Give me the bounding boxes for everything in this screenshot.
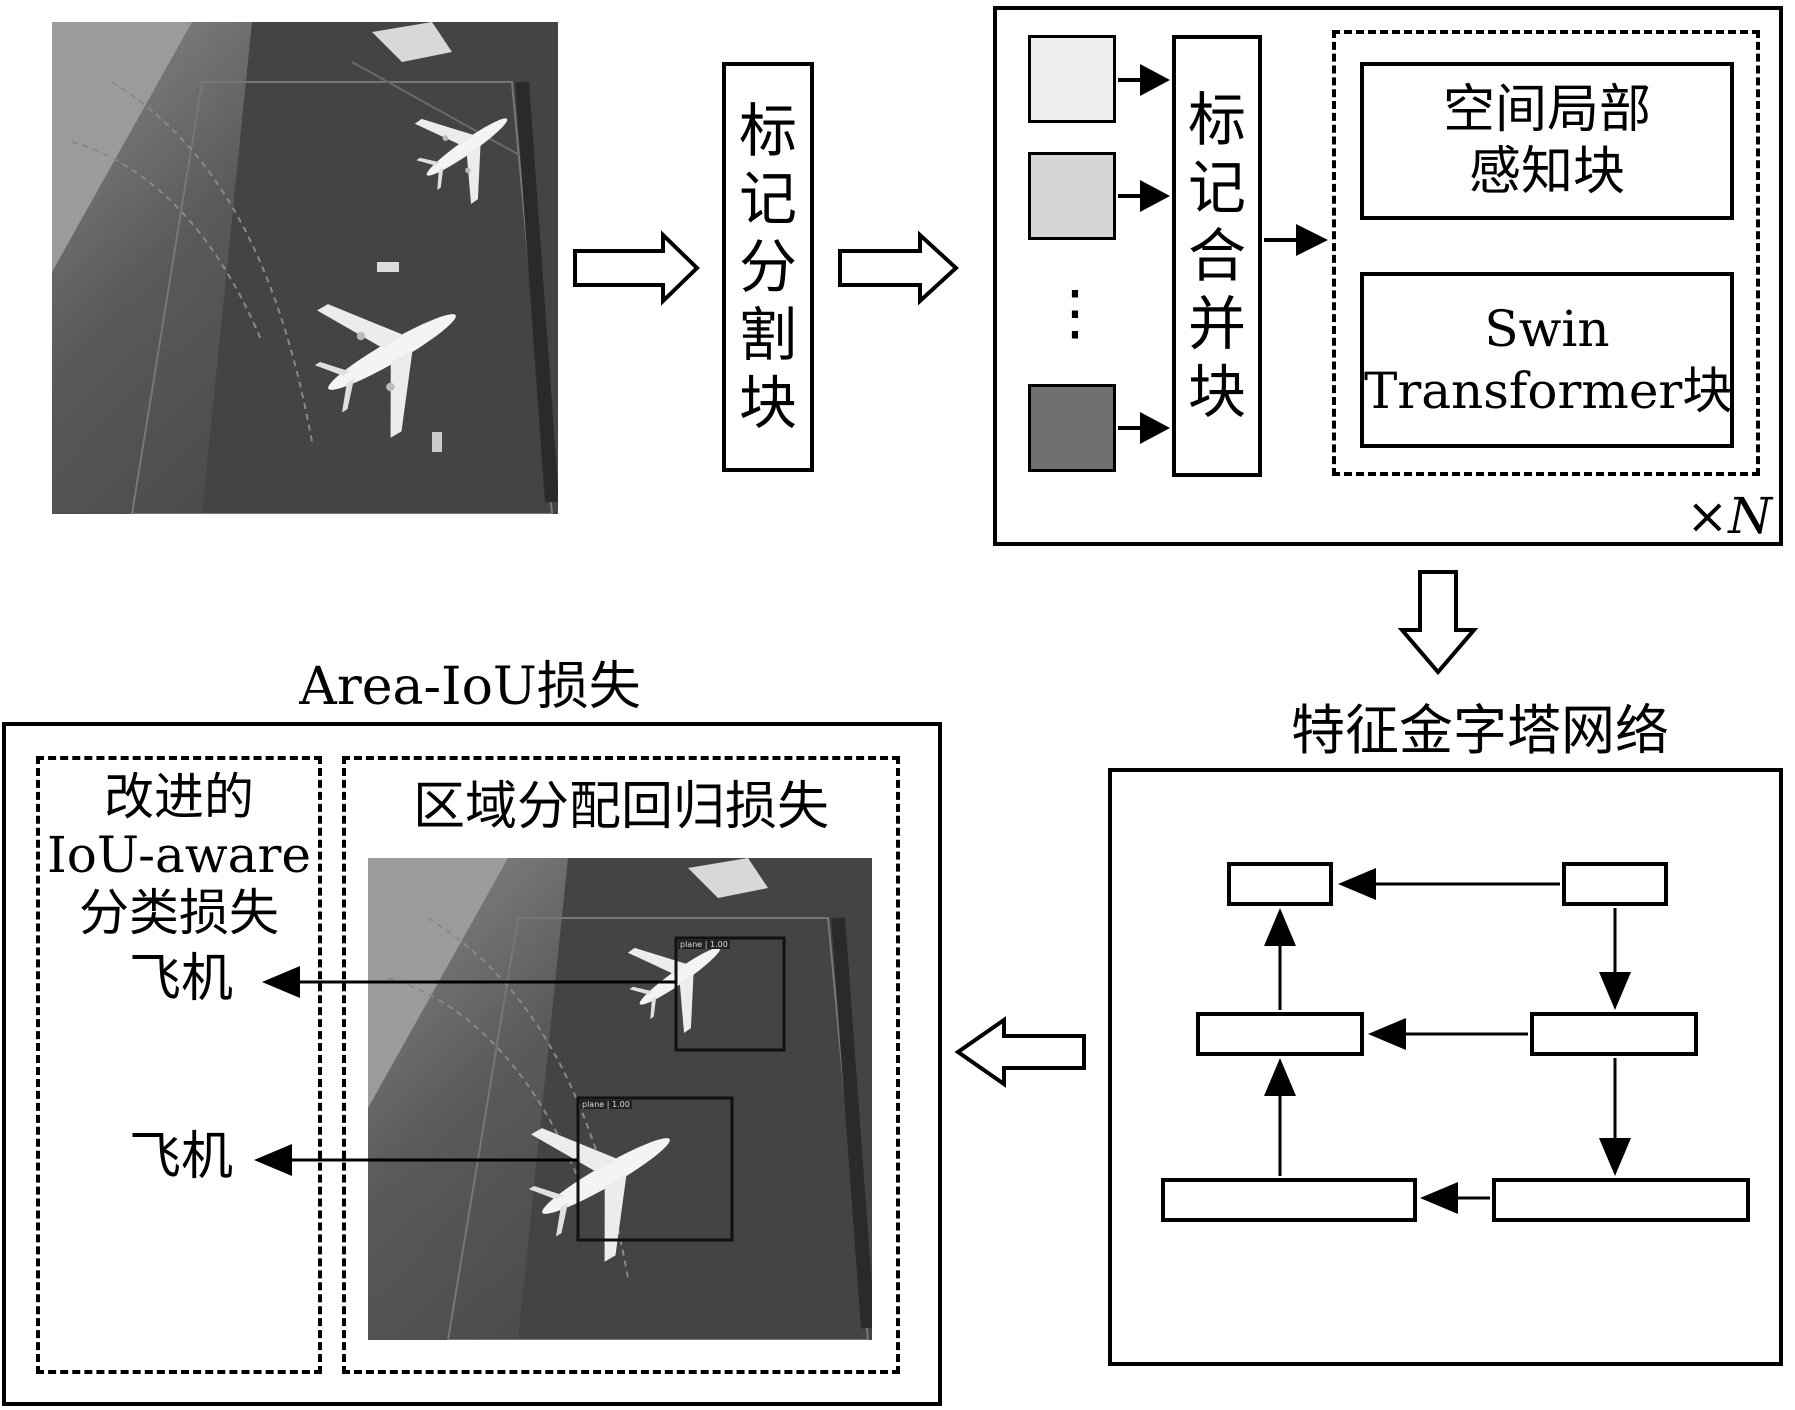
token-merge-char: 标 <box>1187 86 1246 154</box>
cls-loss-line: IoU-aware <box>47 826 311 884</box>
fpn-box <box>1108 768 1783 1366</box>
cls-loss-line: 分类损失 <box>79 884 279 942</box>
repeat-times-symbol: × <box>1686 487 1729 545</box>
fpn-bottom-up-level-1 <box>1562 862 1668 906</box>
repeat-count-label: ×N <box>1662 488 1772 544</box>
encoder-stage-box <box>993 6 1783 546</box>
classification-loss-dashed-group <box>36 756 322 1374</box>
fpn-top-down-level-1 <box>1227 862 1333 906</box>
token-split-char: 记 <box>738 165 797 233</box>
token-split-block: 标 记 分 割 块 <box>722 62 814 472</box>
swin-block-line: Transformer块 <box>1364 362 1733 420</box>
airport-scene-icon <box>368 858 872 1340</box>
hollow-arrow-icon <box>954 1016 1086 1088</box>
loss-outer-box <box>2 722 942 1406</box>
detection-box-tag: plane | 1.00 <box>678 940 730 949</box>
token-merge-char: 记 <box>1187 154 1246 222</box>
fpn-title: 特征金字塔网络 <box>1291 699 1669 762</box>
hollow-arrow-icon <box>573 230 700 306</box>
fpn-top-down-level-2 <box>1196 1012 1364 1056</box>
repeated-stage-dashed-group <box>1332 30 1760 476</box>
regression-loss-dashed-group <box>342 756 900 1374</box>
cls-loss-line: 改进的 <box>104 768 254 826</box>
spatial-block-line: 空间局部 <box>1442 80 1651 140</box>
detection-box-tag: plane | 1.00 <box>580 1100 632 1109</box>
fpn-top-down-level-3 <box>1161 1178 1417 1222</box>
iou-aware-classification-loss-label: 改进的 IoU-aware 分类损失 <box>40 768 318 942</box>
region-assignment-regression-loss-title: 区域分配回归损失 <box>412 777 829 837</box>
hollow-arrow-icon <box>1397 570 1479 676</box>
area-iou-loss-title: Area-IoU损失 <box>299 657 641 717</box>
spatial-local-perception-block: 空间局部 感知块 <box>1360 62 1734 220</box>
swin-block-line: Swin <box>1484 300 1610 358</box>
token-split-char: 割 <box>738 301 797 369</box>
token-merge-char: 块 <box>1187 358 1246 426</box>
token-merge-char: 合 <box>1187 222 1246 290</box>
input-aerial-image <box>52 22 558 514</box>
fpn-bottom-up-level-3 <box>1492 1178 1750 1222</box>
spatial-block-line: 感知块 <box>1468 142 1625 202</box>
token-patch <box>1028 152 1116 240</box>
ellipsis-icon: ⋮ <box>1045 278 1105 348</box>
token-patch <box>1028 384 1116 472</box>
class-label-plane-2: 飞机 <box>128 1127 233 1187</box>
token-merge-char: 并 <box>1187 290 1246 358</box>
swin-transformer-block: Swin Transformer块 <box>1360 272 1734 448</box>
class-label-plane-1: 飞机 <box>128 949 233 1009</box>
token-patch <box>1028 35 1116 123</box>
hollow-arrow-icon <box>838 230 959 306</box>
repeat-variable: N <box>1728 487 1772 545</box>
token-merge-block: 标 记 合 并 块 <box>1172 35 1262 477</box>
detection-output-image: plane | 1.00 plane | 1.00 <box>368 858 872 1340</box>
airport-scene-icon <box>52 22 558 514</box>
token-split-char: 标 <box>738 97 797 165</box>
token-split-char: 块 <box>738 369 797 437</box>
fpn-bottom-up-level-2 <box>1530 1012 1698 1056</box>
token-split-char: 分 <box>738 233 797 301</box>
